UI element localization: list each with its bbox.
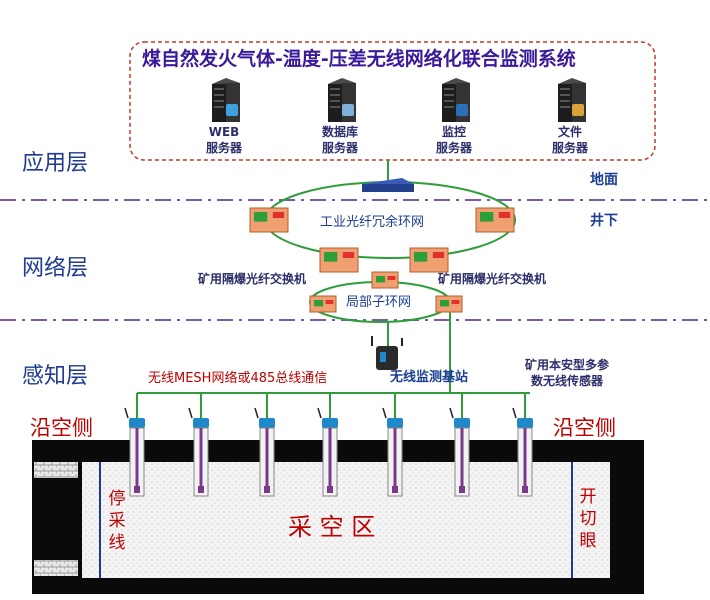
switch-group	[249, 207, 515, 313]
surface-label: 地面	[590, 172, 618, 188]
fiber-switch-icon	[435, 295, 463, 313]
file-server-icon	[558, 78, 586, 122]
title-box	[129, 41, 656, 161]
fiber-switch-icon	[371, 271, 399, 289]
wireless-sensor-icon	[124, 393, 145, 497]
wireless-sensor-icon	[382, 393, 403, 497]
mine-floor	[32, 578, 644, 594]
layer-perception: 感知层	[22, 364, 89, 389]
web-server-icon	[212, 78, 240, 122]
stop-line-label: 停采线	[108, 489, 126, 553]
fiber-switch-icon	[409, 247, 449, 273]
wireless-sensor-icon	[254, 393, 275, 497]
wireless-sensor-icon	[449, 393, 470, 497]
mine-roof	[32, 440, 644, 462]
layer-network: 网络层	[22, 256, 89, 281]
layer-application: 应用层	[22, 151, 89, 176]
system-title: 煤自然发火气体-温度-压差无线网络化联合监测系统	[142, 48, 576, 70]
wireless-label: 无线MESH网络或485总线通信	[148, 371, 328, 386]
side-left-label: 沿空侧	[30, 416, 93, 440]
mine-right-wall	[610, 440, 644, 594]
sensor-label: 矿用本安型多参数无线传感器	[524, 358, 609, 388]
local-ring-label: 局部子环网	[346, 295, 412, 310]
switch-label-left: 矿用隔爆光纤交换机	[198, 272, 307, 286]
server-label-database: 数据库服务器	[321, 125, 358, 155]
server-label-file: 文件服务器	[551, 125, 588, 155]
monitor-server-icon	[442, 78, 470, 122]
network-hub-icon	[362, 178, 414, 192]
server-icons	[212, 78, 586, 122]
underground-label: 井下	[590, 213, 618, 229]
wireless-sensor-icon	[317, 393, 338, 497]
fiber-switch-icon	[319, 247, 359, 273]
sensor-group	[124, 393, 533, 497]
base-station-icon	[371, 336, 403, 370]
main-ring-label: 工业光纤冗余环网	[320, 215, 425, 230]
side-right-label: 沿空侧	[553, 416, 616, 440]
server-label-monitor: 监控服务器	[435, 125, 472, 155]
fiber-switch-icon	[475, 207, 515, 233]
base-station-label: 无线监测基站	[390, 370, 469, 385]
wireless-sensor-icon	[188, 393, 209, 497]
switch-label-right: 矿用隔爆光纤交换机	[438, 272, 547, 286]
wireless-sensor-icon	[512, 393, 533, 497]
open-cut-label: 开切眼	[579, 487, 597, 551]
database-server-icon	[328, 78, 356, 122]
goaf-label: 采 空 区	[288, 513, 376, 541]
fiber-switch-icon	[249, 207, 289, 233]
fiber-switch-icon	[309, 295, 337, 313]
